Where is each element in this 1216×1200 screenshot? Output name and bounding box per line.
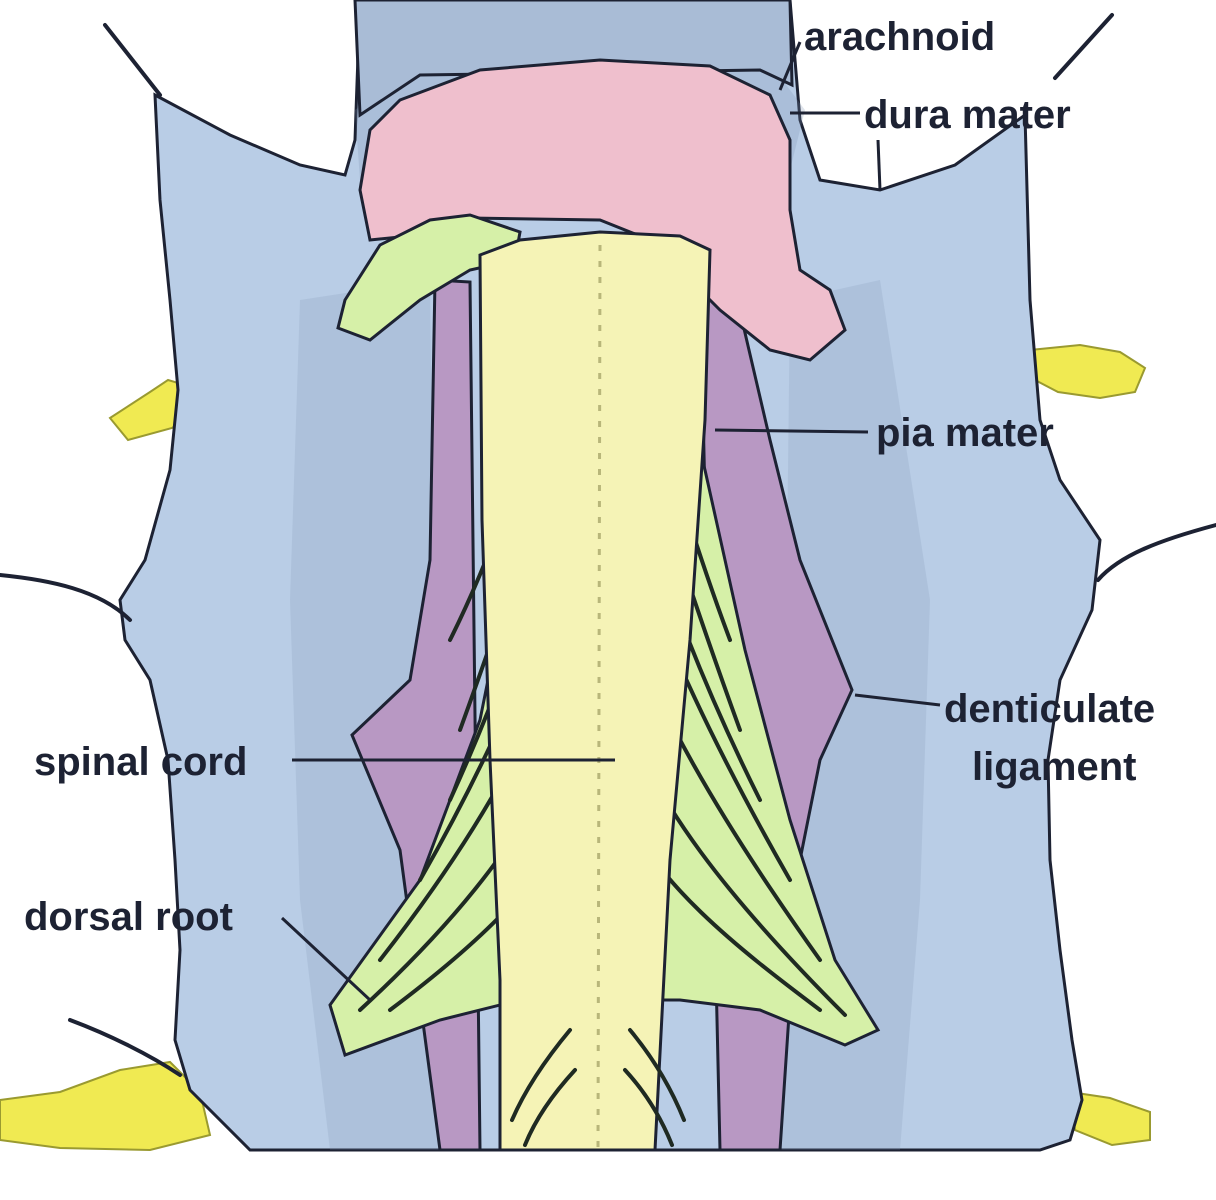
nerve-stub-lower-left (0, 1060, 212, 1152)
anchor-thread-mid-left (0, 573, 132, 622)
leader-pia-mater (714, 428, 869, 434)
root-fiber (628, 1028, 686, 1122)
leader-dorsal-root (280, 916, 372, 1002)
leader-dura-mater-down (876, 139, 882, 191)
anchor-thread-low-left (68, 1018, 182, 1077)
root-fiber (523, 1068, 577, 1147)
label-arachnoid: arachnoid (804, 15, 995, 59)
spinal-cord (478, 230, 712, 1152)
nerve-stubs (0, 343, 1151, 1152)
leader-lines (280, 41, 941, 1002)
anchor-thread-mid-right (1096, 523, 1216, 582)
label-spinal-cord: spinal cord (34, 740, 247, 784)
arachnoid (358, 58, 847, 362)
lower-root-fibers (510, 1028, 686, 1147)
root-fiber (510, 1028, 572, 1122)
anchor-thread-top-left (103, 23, 162, 97)
anchor-threads (0, 13, 1216, 1077)
label-dorsal-root: dorsal root (24, 895, 233, 939)
spinal-cord-midline (596, 244, 602, 1151)
label-denticulate-line2: ligament (972, 745, 1136, 789)
leader-arachnoid (778, 41, 802, 91)
nerve-stub-upper-right (1028, 343, 1147, 400)
anchor-thread-top-right (1053, 13, 1114, 80)
label-pia-mater: pia mater (876, 411, 1054, 455)
label-denticulate-line1: denticulate (944, 687, 1155, 731)
dura-mater-tube-top (353, 0, 794, 118)
nerve-stub-lower-right (1068, 1090, 1151, 1147)
leader-denticulate (854, 693, 941, 707)
label-dura-mater: dura mater (864, 93, 1071, 137)
root-fiber (623, 1068, 674, 1147)
